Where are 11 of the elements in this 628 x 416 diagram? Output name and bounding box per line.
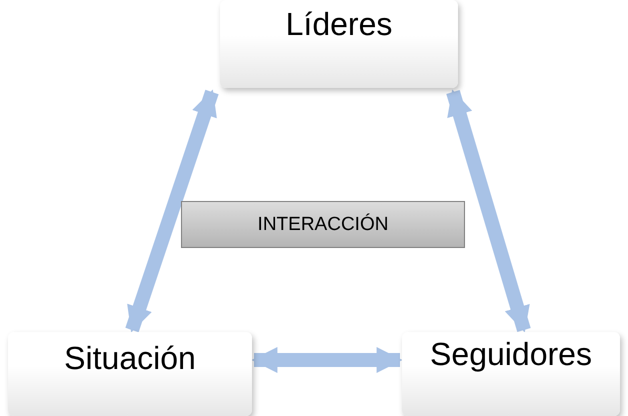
node-label: Situación [64, 340, 196, 376]
node-label: Seguidores [430, 336, 592, 372]
double-arrow [251, 347, 403, 373]
double-arrow [125, 90, 219, 332]
node-label: Líderes [286, 6, 392, 42]
process-box [181, 201, 465, 248]
node-label: INTERACCIÓN [258, 214, 388, 236]
double-arrow [446, 90, 531, 332]
text-box [8, 332, 252, 416]
text-box [402, 332, 620, 416]
text-box [220, 0, 458, 88]
